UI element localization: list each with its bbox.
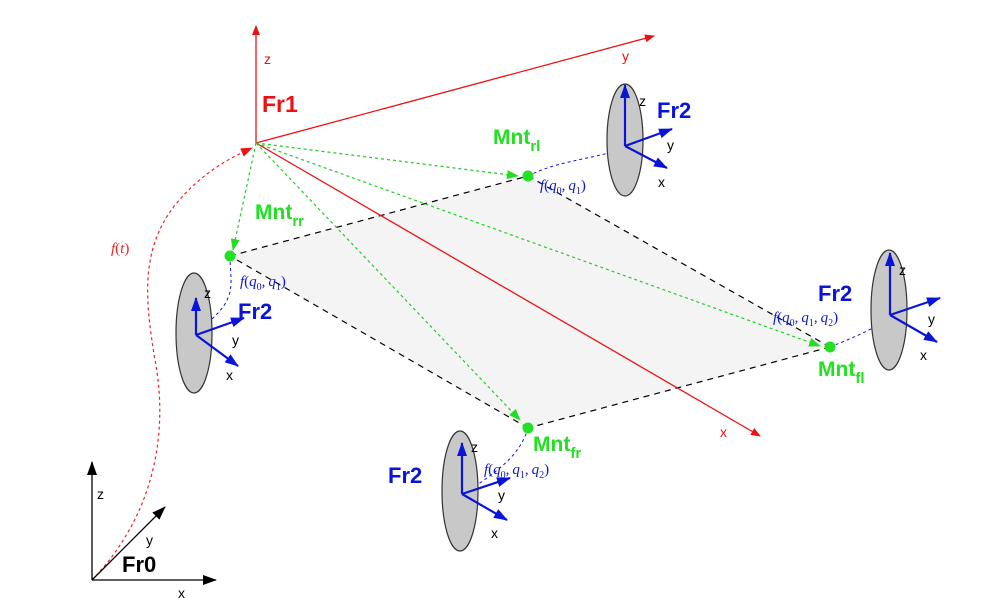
fr0-axes	[87, 461, 217, 585]
fr1-axes	[252, 25, 761, 437]
mount-point-fr	[522, 422, 534, 434]
fr1-label: Fr1	[262, 91, 298, 117]
fr2-y-label-fl: y	[928, 311, 935, 327]
mount-point-rl	[522, 170, 534, 182]
mount-label-fl: Mntfl	[818, 358, 865, 387]
fr0-label: Fr0	[122, 552, 156, 577]
fr2-x-label-fr: x	[491, 525, 498, 541]
wheel-rear-right	[175, 272, 213, 394]
fr2-label-rl: Fr2	[657, 98, 691, 123]
mount-func-fr: f(q0,q1,q2)	[484, 462, 549, 481]
mount-points	[224, 170, 836, 434]
fr2-y-label-rl: y	[667, 137, 674, 153]
mount-func-rl: f(q0,q1)	[540, 178, 586, 197]
fr2-z-label-rl: z	[639, 93, 646, 109]
mount-links	[230, 142, 821, 421]
fr2-z-label-rr: z	[204, 285, 211, 301]
fr1-y-label: y	[622, 48, 629, 64]
mount-point-rr	[224, 250, 236, 262]
fr0-x-label: x	[178, 585, 185, 601]
trajectory-label: f(t)	[111, 241, 129, 257]
fr2-z-label-fr: z	[471, 439, 478, 455]
fr2-x-label-fl: x	[920, 347, 927, 363]
fr2-y-label-fr: y	[498, 487, 505, 503]
mount-point-fl	[824, 341, 836, 353]
fr2-y-label-rr: y	[232, 332, 239, 348]
mount-func-fl: f(q0,q1,q2)	[773, 310, 838, 329]
fr2-label-fl: Fr2	[818, 281, 852, 306]
fr2-axes	[191, 84, 941, 521]
fr2-z-label-fl: z	[899, 262, 906, 278]
trajectory-path	[91, 147, 253, 581]
fr0-y-label: y	[146, 532, 153, 548]
mount-func-rr: f(q0,q1)	[240, 274, 286, 293]
fr1-x-label: x	[720, 424, 727, 440]
fr2-x-label-rl: x	[658, 174, 665, 190]
chassis-outline	[229, 175, 831, 429]
mount-label-rr: Mntrr	[255, 201, 304, 230]
mount-label-rl: Mntrl	[493, 126, 540, 155]
fr2-label-rr: Fr2	[238, 299, 272, 324]
fr1-z-label: z	[264, 51, 271, 67]
fr2-label-fr: Fr2	[388, 463, 422, 488]
fr0-z-label: z	[97, 486, 104, 502]
fr2-x-label-rr: x	[226, 367, 233, 383]
wheel-front-right	[441, 430, 479, 552]
mount-label-fr: Mntfr	[533, 433, 581, 462]
